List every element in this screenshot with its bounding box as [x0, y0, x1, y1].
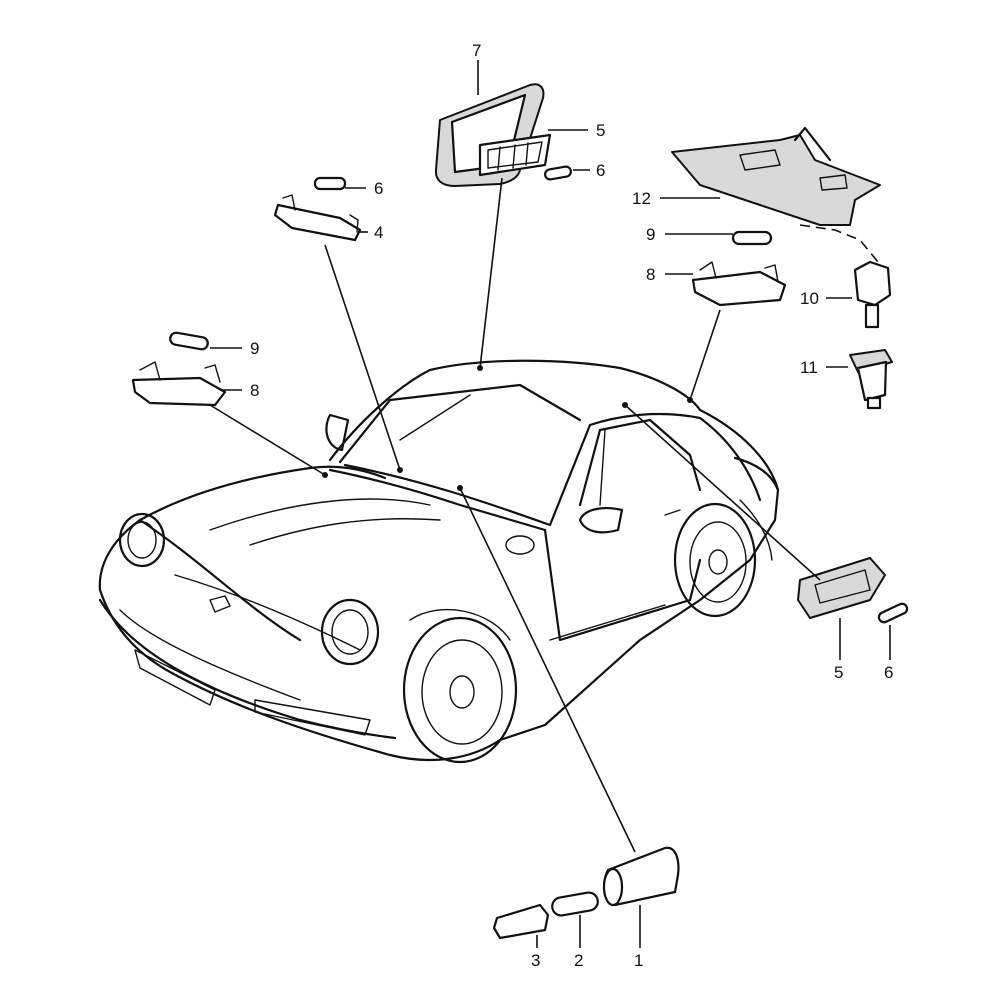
callout-9-left: 9: [250, 339, 259, 358]
part-9-bulb-left: [169, 331, 209, 351]
callout-5-top: 5: [596, 121, 605, 140]
callout-8-right: 8: [646, 265, 655, 284]
part-10-switch: [799, 224, 892, 329]
callout-10: 10: [800, 289, 819, 308]
part-11-socket: [849, 349, 893, 410]
callout-2: 2: [574, 951, 583, 970]
part-3-bulb-holder: [492, 903, 550, 940]
part-6-bulb-left: [313, 176, 347, 191]
part-8-holder-right: [691, 261, 787, 307]
callout-6-left: 6: [374, 179, 383, 198]
part-6-bulb-bottom: [877, 602, 909, 624]
callout-4: 4: [374, 223, 383, 242]
part-12-console-panel: [671, 126, 881, 226]
part-2-bulb: [551, 891, 599, 917]
part-5-door-light: [797, 557, 886, 619]
leader-lines: [209, 60, 891, 948]
callout-6-top: 6: [596, 161, 605, 180]
part-9-bulb-right: [731, 230, 773, 246]
callout-12: 12: [632, 189, 651, 208]
callout-labels: 7 5 6 6 4 12 9 8 10 11 9 8 5 6 3 2 1: [250, 41, 893, 970]
callout-3: 3: [531, 951, 540, 970]
callout-8-left: 8: [250, 381, 259, 400]
part-1-lamp-housing: [602, 846, 680, 907]
car-illustration: [98, 359, 780, 764]
part-6-bulb-top: [544, 165, 572, 181]
callout-6-bottom: 6: [884, 663, 893, 682]
part-5-dome-light-top: [478, 133, 552, 177]
callout-11: 11: [800, 358, 818, 377]
part-8-holder-left: [131, 361, 227, 407]
callout-5-bottom: 5: [834, 663, 843, 682]
callout-9-right: 9: [646, 225, 655, 244]
callout-7: 7: [472, 41, 481, 60]
part-4-light-holder: [273, 194, 362, 242]
callout-1: 1: [634, 951, 643, 970]
